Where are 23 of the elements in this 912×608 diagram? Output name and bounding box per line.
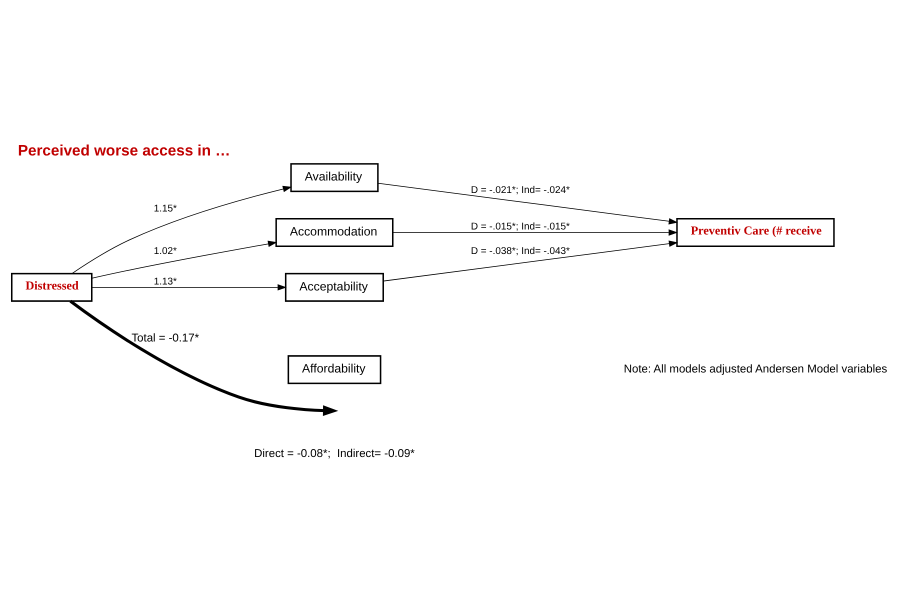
node-box: Availability — [290, 162, 379, 192]
edge-label: Total = -0.17* — [131, 332, 200, 344]
arrow — [392, 228, 678, 236]
edge-label: D = -.021*; Ind= -.024* — [470, 184, 570, 196]
arrow — [69, 299, 338, 416]
node-box: Acceptability — [284, 272, 384, 302]
edge-label: 1.13* — [154, 276, 177, 288]
node-box: Preventiv Care (# receive — [676, 218, 835, 246]
edge-label: D = -.015*; Ind= -.015* — [470, 221, 570, 232]
arrow — [382, 240, 678, 281]
edge-label: 1.02* — [154, 246, 177, 257]
arrow — [92, 284, 287, 290]
diagram-title: Perceived worse access in … — [18, 142, 230, 160]
node-box: Accommodation — [275, 218, 394, 246]
node-box: Affordability — [288, 354, 382, 384]
edge-label: 1.15* — [154, 202, 177, 214]
arrow — [91, 240, 278, 278]
arrow — [378, 182, 678, 224]
label: Direct = -0.08*; Indirect= -0.09* — [254, 447, 415, 460]
edge-label: D = -.038*; Ind= -.043* — [470, 246, 570, 257]
node-box: Distressed — [10, 272, 93, 302]
label: Note: All models adjusted Andersen Model variables — [624, 362, 888, 375]
arrow — [72, 185, 292, 274]
